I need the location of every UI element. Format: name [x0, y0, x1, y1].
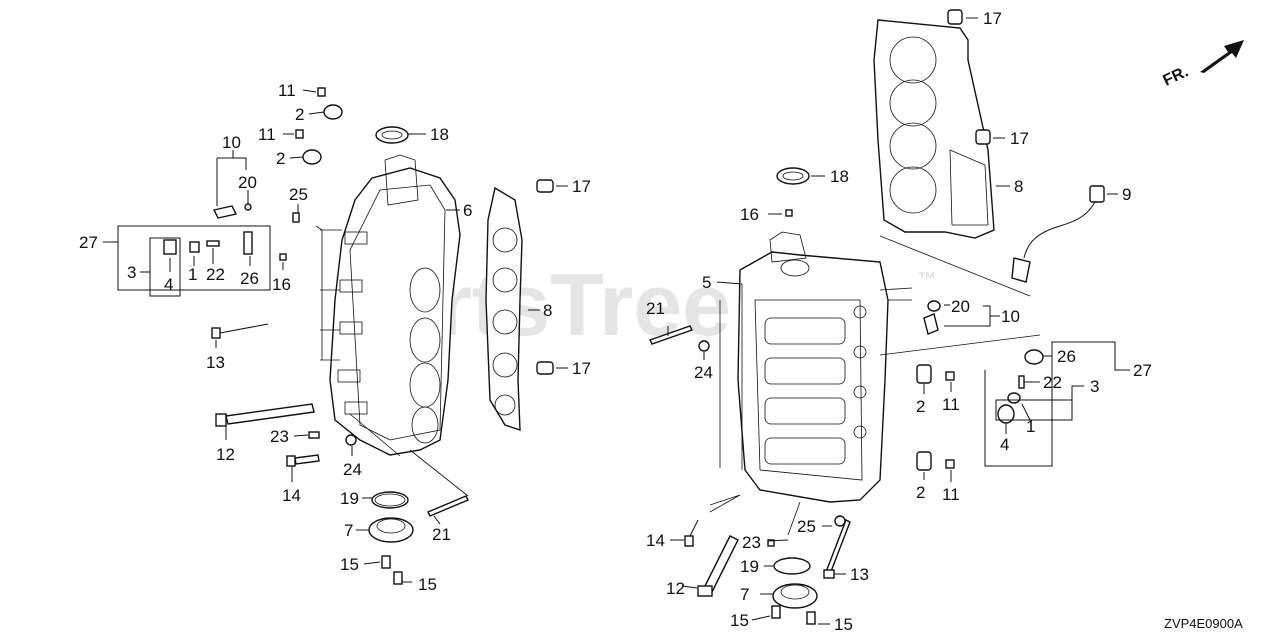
callout-1: 1	[188, 265, 197, 284]
callout-12: 12	[216, 445, 235, 464]
callout-13: 13	[206, 353, 225, 372]
callout-11: 11	[278, 81, 296, 100]
callout-7: 7	[740, 585, 749, 604]
callout-20: 20	[951, 297, 970, 316]
callout-labels: 11 2 11 2 18 10 20 25 27 3 4 1 22 26 16 …	[79, 9, 1243, 634]
diagram-code: ZVP4E0900A	[1164, 616, 1243, 631]
callout-11: 11	[258, 125, 276, 144]
callout-15: 15	[418, 575, 437, 594]
callout-19: 19	[340, 489, 359, 508]
callout-2: 2	[916, 483, 925, 502]
callout-18: 18	[830, 167, 849, 186]
left-small-parts	[163, 87, 554, 585]
callout-17: 17	[572, 359, 591, 378]
callout-2: 2	[295, 105, 304, 124]
callout-17: 17	[572, 177, 591, 196]
callout-12: 12	[666, 579, 685, 598]
callout-17: 17	[1010, 129, 1029, 148]
callout-7: 7	[344, 521, 353, 540]
head-gasket-left	[485, 186, 523, 431]
callout-3: 3	[127, 263, 136, 282]
callout-27: 27	[79, 233, 98, 252]
callout-13: 13	[850, 565, 869, 584]
callout-27: 27	[1133, 361, 1152, 380]
callout-6: 6	[463, 201, 472, 220]
callout-25: 25	[797, 517, 816, 536]
callout-21: 21	[432, 525, 451, 544]
callout-15: 15	[834, 615, 853, 634]
callout-14: 14	[646, 531, 665, 550]
callout-21: 21	[646, 299, 665, 318]
cylinder-head-right	[737, 231, 889, 503]
head-gasket-right	[873, 19, 995, 239]
callout-9: 9	[1122, 185, 1131, 204]
callout-11: 11	[942, 395, 960, 414]
callout-22: 22	[206, 265, 225, 284]
watermark-trademark: ™	[918, 269, 936, 289]
front-direction-arrow: FR.	[1161, 40, 1244, 90]
callout-10: 10	[222, 133, 241, 152]
callout-17: 17	[983, 9, 1002, 28]
callout-4: 4	[164, 275, 173, 294]
callout-20: 20	[238, 173, 257, 192]
callout-18: 18	[430, 125, 449, 144]
callout-2: 2	[916, 397, 925, 416]
callout-23: 23	[742, 533, 761, 552]
callout-16: 16	[272, 275, 291, 294]
callout-26: 26	[240, 269, 259, 288]
leader-lines	[103, 17, 1130, 625]
callout-22: 22	[1043, 373, 1062, 392]
callout-2: 2	[276, 149, 285, 168]
callout-23: 23	[270, 427, 289, 446]
callout-1: 1	[1026, 417, 1035, 436]
sensor-with-cable	[1011, 185, 1105, 283]
callout-3: 3	[1090, 377, 1099, 396]
callout-8: 8	[543, 301, 552, 320]
callout-24: 24	[694, 363, 713, 382]
callout-11: 11	[942, 485, 960, 504]
callout-16: 16	[740, 205, 759, 224]
callout-15: 15	[730, 611, 749, 630]
callout-24: 24	[343, 460, 362, 479]
callout-8: 8	[1014, 177, 1023, 196]
callout-4: 4	[1000, 435, 1009, 454]
cylinder-head-left	[329, 154, 461, 456]
right-small-parts	[649, 9, 1044, 625]
callout-10: 10	[1001, 307, 1020, 326]
callout-5: 5	[702, 273, 711, 292]
callout-26: 26	[1057, 347, 1076, 366]
callout-14: 14	[282, 486, 301, 505]
callout-19: 19	[740, 557, 759, 576]
callout-25: 25	[289, 185, 308, 204]
front-label: FR.	[1161, 63, 1192, 89]
callout-15: 15	[340, 555, 359, 574]
